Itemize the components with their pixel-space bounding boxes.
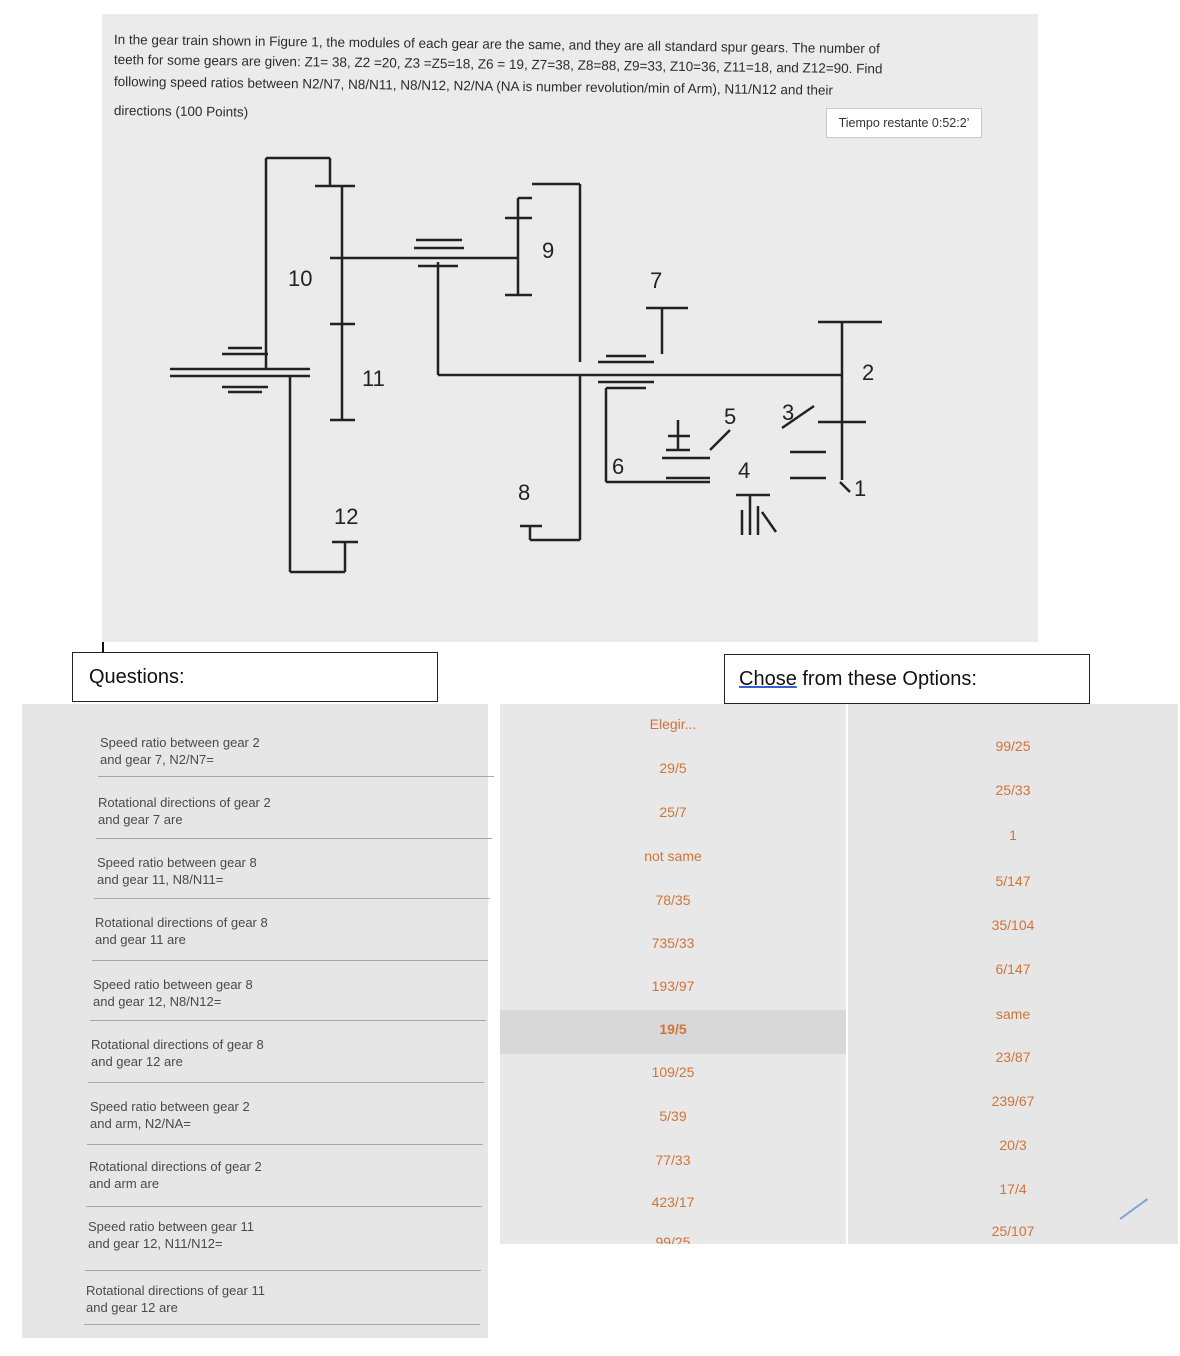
question-7[interactable]: Speed ratio between gear 2 and arm, N2/NA… <box>90 1098 480 1132</box>
option-item[interactable]: 1 <box>1009 827 1017 843</box>
question-6-line-1: Rotational directions of gear 8 <box>91 1037 264 1052</box>
option-highlight <box>500 1010 846 1054</box>
option-item[interactable]: 6/147 <box>995 961 1031 977</box>
problem-text-line-4: directions (100 Points) <box>113 103 249 120</box>
gear-train-diagram: 10 9 7 11 2 5 3 6 4 1 8 12 <box>170 156 882 574</box>
question-6-line-2: and gear 12 are <box>91 1054 183 1069</box>
question-divider <box>94 898 490 899</box>
gear-label-5: 5 <box>724 404 736 429</box>
question-10[interactable]: Rotational directions of gear 11 and gear… <box>86 1282 476 1316</box>
question-divider <box>98 776 494 777</box>
questions-header: Questions: <box>72 652 438 702</box>
question-2[interactable]: Rotational directions of gear 2 and gear … <box>98 794 488 828</box>
question-9[interactable]: Speed ratio between gear 11 and gear 12, … <box>88 1218 478 1252</box>
options-dropdown-list-2[interactable]: 99/25 25/33 1 5/147 35/104 6/147 same 23… <box>848 704 1178 1244</box>
question-divider <box>84 1324 480 1325</box>
question-9-line-1: Speed ratio between gear 11 <box>88 1219 254 1234</box>
gear-label-2: 2 <box>862 360 874 385</box>
question-8-line-1: Rotational directions of gear 2 <box>89 1159 262 1174</box>
timer-badge: Tiempo restante 0:52:2’ <box>826 108 982 138</box>
question-divider <box>92 960 488 961</box>
option-item[interactable]: 23/87 <box>995 1049 1031 1065</box>
gear-label-9: 9 <box>542 238 554 263</box>
gear-labels: 10 9 7 11 2 5 3 6 4 1 8 12 <box>288 238 874 529</box>
question-1-line-1: Speed ratio between gear 2 <box>100 735 260 750</box>
question-4-line-2: and gear 11 are <box>95 932 186 947</box>
option-item-selected[interactable]: 19/5 <box>659 1021 687 1037</box>
question-6[interactable]: Rotational directions of gear 8 and gear … <box>91 1036 481 1070</box>
option-item[interactable]: 109/25 <box>651 1064 695 1080</box>
question-divider <box>90 1020 486 1021</box>
gear-label-7: 7 <box>650 268 662 293</box>
gear-train-lines <box>170 156 882 574</box>
question-divider <box>88 1082 484 1083</box>
option-item[interactable]: 25/7 <box>659 804 687 820</box>
option-item[interactable]: 5/39 <box>659 1108 687 1124</box>
question-4[interactable]: Rotational directions of gear 8 and gear … <box>95 914 485 948</box>
question-10-line-2: and gear 12 are <box>86 1300 178 1315</box>
problem-text-line-2: teeth for some gears are given: Z1= 38, … <box>113 52 883 77</box>
option-item[interactable]: 17/4 <box>999 1181 1027 1197</box>
options-header-rest: from these Options: <box>796 668 977 690</box>
question-5-line-2: and gear 12, N8/N12= <box>93 994 222 1009</box>
question-2-line-2: and gear 7 are <box>98 812 183 827</box>
option-item[interactable]: 423/17 <box>651 1194 695 1210</box>
question-3[interactable]: Speed ratio between gear 8 and gear 11, N… <box>97 854 487 888</box>
option-item[interactable]: 5/147 <box>995 873 1031 889</box>
options-header-label: Chose from these Options: <box>739 668 977 691</box>
gear-label-4: 4 <box>738 458 750 483</box>
option-item[interactable]: 78/35 <box>655 892 691 908</box>
option-item[interactable]: 99/25 <box>655 1234 691 1244</box>
question-2-line-1: Rotational directions of gear 2 <box>98 795 271 810</box>
options-dropdown-list-1[interactable]: Elegir... 29/5 25/7 not same 78/35 735/3… <box>500 704 846 1244</box>
option-item[interactable]: 20/3 <box>999 1137 1027 1153</box>
question-7-line-1: Speed ratio between gear 2 <box>90 1099 250 1114</box>
question-7-line-2: and arm, N2/NA= <box>90 1116 191 1131</box>
question-3-line-1: Speed ratio between gear 8 <box>97 855 257 870</box>
question-8[interactable]: Rotational directions of gear 2 and arm a… <box>89 1158 479 1192</box>
gear-label-8: 8 <box>518 480 530 505</box>
question-divider <box>87 1144 483 1145</box>
options-header-underlined: Chose <box>739 668 797 690</box>
questions-header-label: Questions: <box>89 666 185 688</box>
option-item[interactable]: 25/33 <box>995 782 1031 798</box>
question-9-line-2: and gear 12, N11/N12= <box>88 1236 223 1251</box>
problem-text-line-3: following speed ratios between N2/N7, N8… <box>113 74 834 98</box>
option-item[interactable]: 193/97 <box>651 978 695 994</box>
gear-label-3: 3 <box>782 400 794 425</box>
option-item[interactable]: not same <box>644 848 702 864</box>
question-divider <box>86 1206 482 1207</box>
question-4-line-1: Rotational directions of gear 8 <box>95 915 268 930</box>
questions-panel: Speed ratio between gear 2 and gear 7, N2… <box>22 704 494 1338</box>
question-1[interactable]: Speed ratio between gear 2 and gear 7, N2… <box>100 734 490 768</box>
option-placeholder[interactable]: Elegir... <box>649 716 697 732</box>
gear-label-11: 11 <box>362 366 385 391</box>
question-3-line-2: and gear 11, N8/N11= <box>97 872 224 887</box>
option-item[interactable]: same <box>995 1006 1031 1022</box>
option-item[interactable]: 25/107 <box>991 1223 1035 1239</box>
options-header: Chose from these Options: <box>724 654 1090 704</box>
gear-label-12: 12 <box>334 504 358 529</box>
option-item[interactable]: 239/67 <box>991 1093 1035 1109</box>
question-5-line-1: Speed ratio between gear 8 <box>93 977 253 992</box>
gear-label-6: 6 <box>612 454 624 479</box>
option-item[interactable]: 77/33 <box>655 1152 691 1168</box>
question-5[interactable]: Speed ratio between gear 8 and gear 12, N… <box>93 976 483 1010</box>
question-1-line-2: and gear 7, N2/N7= <box>100 752 214 767</box>
option-item[interactable]: 735/33 <box>651 935 695 951</box>
gear-label-1: 1 <box>854 476 866 501</box>
question-10-line-1: Rotational directions of gear 11 <box>86 1283 265 1298</box>
option-item[interactable]: 29/5 <box>659 760 687 776</box>
gear-label-10: 10 <box>288 266 312 291</box>
option-item[interactable]: 35/104 <box>991 917 1035 933</box>
question-8-line-2: and arm are <box>89 1176 160 1191</box>
option-item[interactable]: 99/25 <box>995 738 1031 754</box>
question-divider <box>85 1270 481 1271</box>
question-divider <box>96 838 492 839</box>
